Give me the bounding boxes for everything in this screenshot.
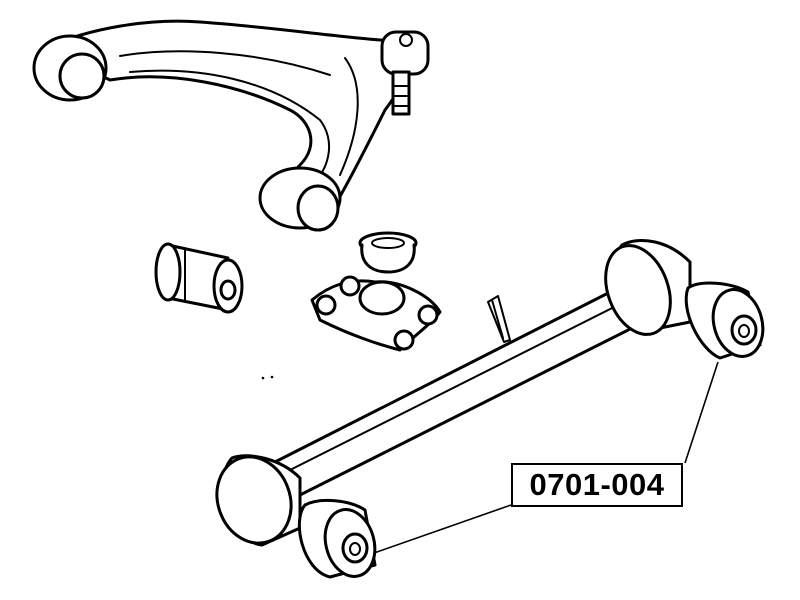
lower-link-arm <box>215 239 765 579</box>
stray-marks <box>261 375 274 380</box>
ball-joint-stud <box>391 70 411 116</box>
part-number-label: 0701-004 <box>529 467 665 502</box>
leader-right <box>684 361 719 464</box>
ball-joint-flange <box>310 275 442 352</box>
loose-bushing <box>154 242 244 314</box>
upper-control-arm <box>32 19 430 232</box>
cotter-pin <box>487 295 511 343</box>
ball-joint-housing <box>380 30 430 76</box>
dust-boot <box>358 231 418 274</box>
leader-left <box>373 504 512 554</box>
part-number-callout: 0701-004 <box>511 463 683 507</box>
callout-leaders <box>373 361 719 554</box>
